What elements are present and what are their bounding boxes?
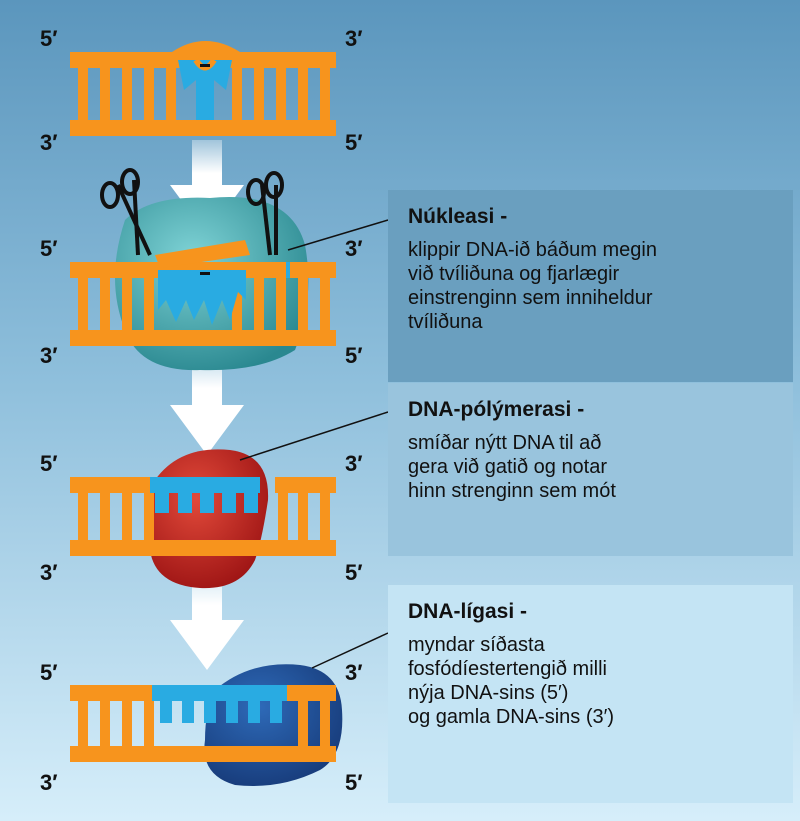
dna-synthesis [70, 477, 336, 556]
scissors-icon [100, 168, 152, 256]
polymerase-panel: DNA-pólýmerasi - smíðar nýtt DNA til að … [388, 383, 793, 556]
down-arrow-icon [170, 140, 244, 235]
stage1-3prime-top-label: 3′ [345, 26, 363, 51]
polymerase-enzyme [148, 449, 269, 589]
down-arrow-icon [170, 352, 244, 455]
ligase-title: DNA-lígasi - [408, 600, 528, 623]
dna-damaged [70, 41, 336, 136]
stage1-5prime-top-label: 5′ [40, 26, 58, 51]
stage3-5prime-bottom-label: 5′ [345, 560, 363, 585]
nuclease-title: Núkleasi - [408, 205, 508, 228]
stage4-5prime-top-label: 5′ [40, 660, 58, 685]
polymerase-pointer-line [239, 411, 389, 461]
stage1-3prime-bottom-label: 3′ [40, 130, 58, 155]
stage4-5prime-bottom-label: 5′ [345, 770, 363, 795]
ligase-panel: DNA-lígasi - myndar síðasta fosfódíester… [388, 585, 793, 803]
dna-excision [70, 240, 336, 346]
nuclease-panel: Núkleasi - klippir DNA-ið báðum megin vi… [388, 190, 793, 382]
down-arrow-icon [170, 570, 244, 670]
nuclease-pointer-line [287, 219, 389, 251]
stage4-3prime-bottom-label: 3′ [40, 770, 58, 795]
scissors-icon [246, 171, 284, 256]
stage3-3prime-top-label: 3′ [345, 451, 363, 476]
polymerase-description: smíðar nýtt DNA til að gera við gatið og… [408, 432, 616, 502]
stage3-5prime-top-label: 5′ [40, 451, 58, 476]
nuclease-description: klippir DNA-ið báðum megin við tvíliðuna… [408, 239, 657, 333]
dna-repaired [70, 685, 336, 762]
stage2-5prime-top-label: 5′ [40, 236, 58, 261]
stage4-3prime-top-label: 3′ [345, 660, 363, 685]
stage2-3prime-top-label: 3′ [345, 236, 363, 261]
ligase-pointer-line [311, 632, 389, 669]
polymerase-title: DNA-pólýmerasi - [408, 398, 585, 421]
stage1-5prime-bottom-label: 5′ [345, 130, 363, 155]
ligase-description: myndar síðasta fosfódíestertengið milli … [408, 634, 615, 728]
stage3-3prime-bottom-label: 3′ [40, 560, 58, 585]
stage2-3prime-bottom-label: 3′ [40, 343, 58, 368]
stage2-5prime-bottom-label: 5′ [345, 343, 363, 368]
